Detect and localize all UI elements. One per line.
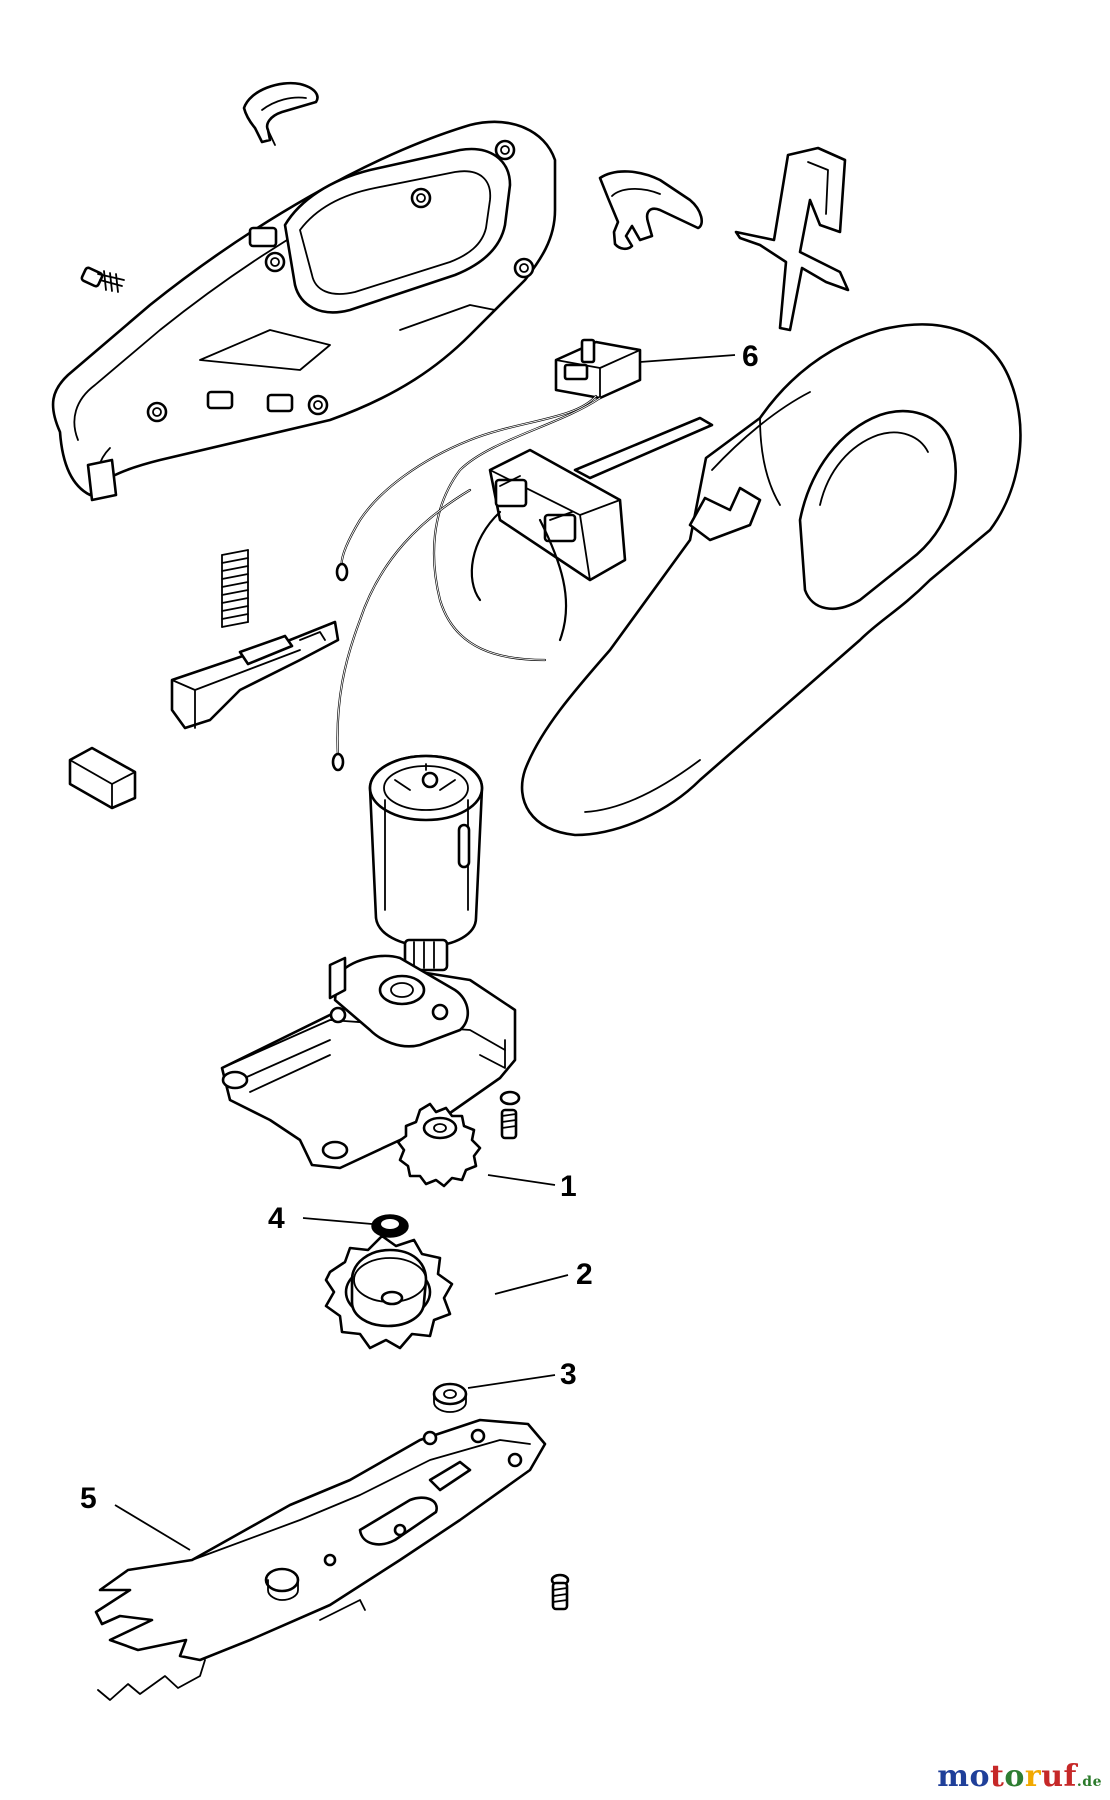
switch-assembly [488, 338, 714, 582]
washer [371, 1214, 409, 1238]
watermark-letter: m [937, 1759, 970, 1794]
housing-half-left [51, 120, 557, 502]
leader-line-2 [494, 1274, 569, 1295]
watermark-letter: r [1024, 1759, 1042, 1794]
blade [94, 1418, 547, 1701]
watermark-suffix: .de [1076, 1774, 1102, 1790]
callout-5: 5 [80, 1482, 97, 1515]
watermark-letter: f [1063, 1759, 1077, 1794]
watermark-letters: motoruf [937, 1759, 1077, 1794]
watermark-letter: o [1004, 1759, 1025, 1794]
gearbox-plate [220, 954, 517, 1170]
watermark-letter: o [969, 1759, 991, 1794]
slider-button [170, 620, 340, 730]
callout-4: 4 [268, 1202, 285, 1235]
spacer-washer [432, 1382, 468, 1413]
leader-line-3 [467, 1374, 556, 1389]
pinion-gear [396, 1102, 482, 1188]
clip-right [734, 146, 850, 332]
callout-1: 1 [560, 1170, 577, 1203]
screw-left [80, 266, 125, 293]
callout-3: 3 [560, 1358, 577, 1391]
wire-harness [331, 394, 602, 772]
leader-line-1 [487, 1174, 556, 1186]
rubber-block [68, 746, 137, 810]
callout-6: 6 [742, 340, 759, 373]
small-screw [499, 1090, 521, 1140]
motor [368, 754, 484, 972]
housing-half-right [520, 323, 1022, 837]
leader-line-4 [302, 1217, 373, 1225]
leader-line-5 [114, 1504, 191, 1551]
motoruf-watermark: motoruf.de [937, 1759, 1102, 1794]
leader-line-6 [639, 354, 736, 363]
spring [221, 549, 249, 628]
spur-gear [324, 1234, 454, 1350]
clip-top [242, 81, 319, 146]
watermark-letter: t [990, 1759, 1005, 1794]
trigger-clip [598, 170, 704, 251]
blade-screw [550, 1573, 570, 1611]
watermark-letter: u [1041, 1759, 1064, 1794]
callout-2: 2 [576, 1258, 593, 1291]
